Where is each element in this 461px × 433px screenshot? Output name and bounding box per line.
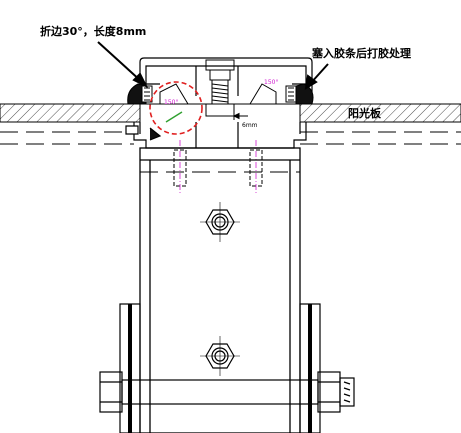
gap-dimension-label: 6mm xyxy=(242,122,258,129)
cap-bolt xyxy=(205,59,235,117)
main-mullion xyxy=(139,147,301,433)
angle-label-right: 150° xyxy=(264,79,279,86)
fold-annotation: 折边30°，长度8mm xyxy=(40,25,147,38)
through-bolt xyxy=(99,371,355,413)
angle-label-left: 150° xyxy=(164,99,179,106)
leader-arrows xyxy=(97,41,329,90)
dashed-reference-lines xyxy=(0,131,461,173)
gasket-glue-annotation: 塞入胶条后打胶处理 xyxy=(312,47,411,60)
hex-nut-lower xyxy=(200,336,240,376)
gap-dimension-arrow xyxy=(232,112,248,120)
steel-plates xyxy=(119,303,321,433)
folded-edge-detail xyxy=(159,83,277,123)
highlight-circle xyxy=(149,81,203,135)
hex-nut-upper xyxy=(200,202,240,242)
sunlight-panel xyxy=(0,103,461,123)
rubber-gaskets xyxy=(127,83,314,105)
fixing-screws xyxy=(172,147,264,187)
screw-centerlines xyxy=(179,140,257,194)
base-profile xyxy=(125,122,307,149)
panel-label: 阳光板 xyxy=(348,107,381,120)
